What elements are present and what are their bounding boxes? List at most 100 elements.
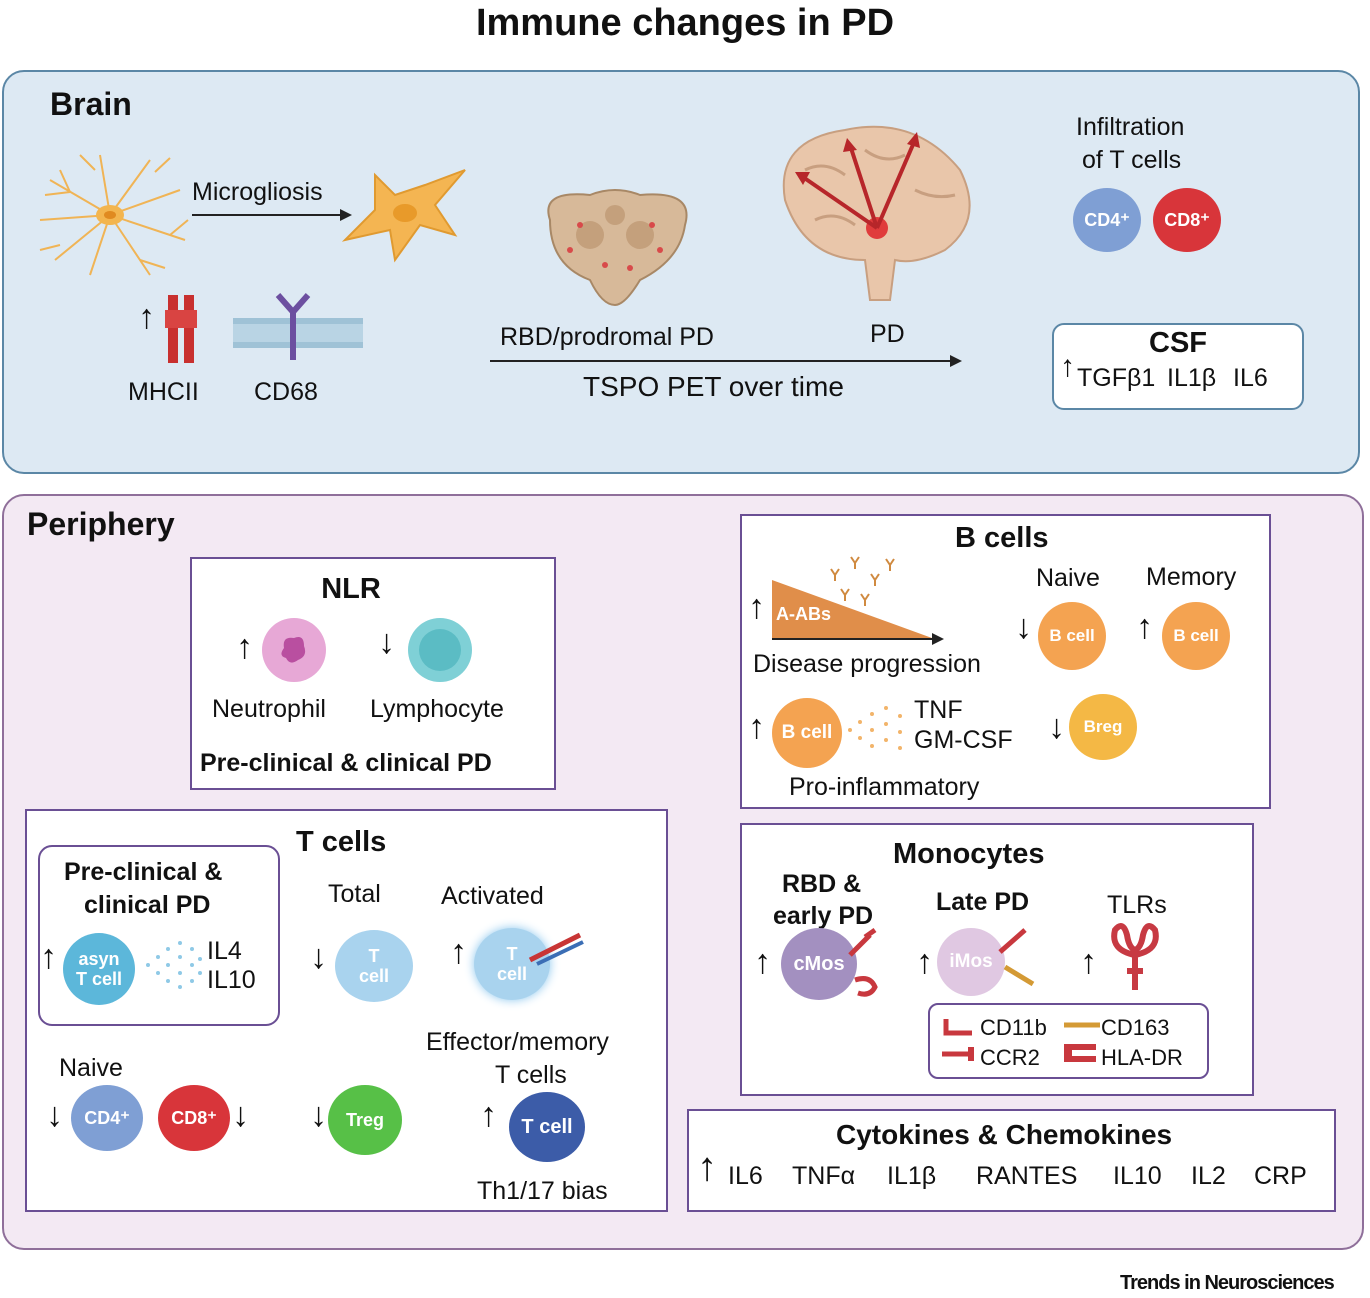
cd8-down-arrow: ↓ bbox=[232, 1096, 249, 1134]
bcells-header: B cells bbox=[955, 522, 1049, 554]
cytokine-tnfa: TNFα bbox=[792, 1162, 856, 1190]
antibody-particles-icon bbox=[830, 556, 895, 606]
cd68-label: CD68 bbox=[254, 378, 318, 406]
activation-receptor-icon bbox=[528, 932, 584, 966]
proinflammatory-bcell-icon: B cell bbox=[772, 698, 842, 768]
nlr-box bbox=[190, 557, 556, 790]
imos-receptors-icon bbox=[998, 928, 1035, 987]
effector-up-arrow: ↑ bbox=[480, 1096, 497, 1134]
neutrophil-cell-icon bbox=[262, 618, 326, 682]
treg-down-arrow: ↓ bbox=[310, 1096, 327, 1134]
cd11b-icon bbox=[943, 1019, 972, 1036]
effector-memory-label-1: Effector/memory bbox=[426, 1028, 609, 1056]
breg-down-arrow: ↓ bbox=[1048, 708, 1065, 746]
rbd-early-pd-label-1: RBD & bbox=[782, 870, 862, 898]
nlr-header: NLR bbox=[321, 573, 381, 605]
total-tcells-label: Total bbox=[328, 880, 381, 908]
naive-bcell-down-arrow: ↓ bbox=[1015, 608, 1032, 646]
ccr2-icon bbox=[942, 1047, 974, 1061]
marker-cd11b: CD11b bbox=[980, 1015, 1047, 1040]
gmcsf-label: GM-CSF bbox=[914, 726, 1013, 754]
csf-header: CSF bbox=[1149, 327, 1207, 359]
csf-item-il6: IL6 bbox=[1233, 364, 1268, 392]
infiltration-label-2: of T cells bbox=[1082, 146, 1182, 174]
marker-hladr: HLA-DR bbox=[1101, 1045, 1183, 1070]
breg-cell-icon: Breg bbox=[1069, 694, 1137, 760]
csf-box bbox=[1052, 323, 1304, 410]
cytokine-rantes: RANTES bbox=[976, 1162, 1078, 1190]
cytokine-release-dots bbox=[146, 941, 202, 989]
cytokines-box bbox=[687, 1109, 1336, 1212]
asyn-tcell-up-arrow: ↑ bbox=[40, 938, 57, 976]
timeline-stage-2: PD bbox=[870, 320, 905, 348]
effector-tcell-icon: T cell bbox=[509, 1092, 585, 1162]
brain-cd4-cell: CD4⁺ bbox=[1073, 188, 1141, 252]
asyn-subbox-header-2: clinical PD bbox=[84, 891, 211, 919]
lymphocyte-cell-icon bbox=[408, 618, 472, 682]
lymphocyte-label: Lymphocyte bbox=[370, 695, 504, 723]
activated-tcells-label: Activated bbox=[441, 882, 544, 910]
il10-label: IL10 bbox=[207, 966, 256, 994]
effector-memory-label-2: T cells bbox=[495, 1061, 567, 1089]
lymphocyte-down-arrow: ↓ bbox=[378, 623, 395, 661]
total-tcell-label-2: cell bbox=[358, 966, 390, 986]
csf-up-arrow: ↑ bbox=[1060, 350, 1075, 383]
cytokine-il10: IL10 bbox=[1113, 1162, 1162, 1190]
timeline-stage-1: RBD/prodromal PD bbox=[500, 323, 714, 351]
th-bias-label: Th1/17 bias bbox=[477, 1177, 608, 1205]
nlr-footer: Pre-clinical & clinical PD bbox=[200, 749, 492, 777]
mhcii-label: MHCII bbox=[128, 378, 199, 406]
tlrs-up-arrow: ↑ bbox=[1080, 943, 1097, 981]
neutrophil-up-arrow: ↑ bbox=[236, 628, 253, 666]
marker-cd163: CD163 bbox=[1101, 1015, 1170, 1040]
aabs-up-arrow: ↑ bbox=[748, 588, 765, 626]
journal-footer: Trends in Neurosciences bbox=[1120, 1272, 1335, 1294]
aabs-label: A-ABs bbox=[776, 604, 832, 624]
neutrophil-label: Neutrophil bbox=[212, 695, 326, 723]
activated-tcell-label-2: cell bbox=[496, 964, 528, 984]
imos-cell-icon: iMos bbox=[937, 928, 1005, 996]
total-tcell-label-1: T bbox=[368, 946, 380, 966]
timeline-arrow bbox=[490, 355, 962, 367]
cytokine-il2: IL2 bbox=[1191, 1162, 1226, 1190]
periphery-header: Periphery bbox=[27, 506, 175, 542]
hladr-icon bbox=[1064, 1044, 1096, 1062]
bcell-cytokine-dots bbox=[848, 706, 902, 750]
naive-bcells-label: Naive bbox=[1036, 564, 1100, 592]
cmos-receptors-icon bbox=[848, 927, 878, 997]
total-tcells-down-arrow: ↓ bbox=[310, 938, 327, 976]
microgliosis-arrow bbox=[192, 209, 352, 221]
periphery-cd4-cell: CD4⁺ bbox=[71, 1085, 143, 1151]
tlr-receptor-icon bbox=[1111, 923, 1159, 990]
microgliosis-label: Microgliosis bbox=[192, 178, 323, 206]
treg-cell: Treg bbox=[328, 1085, 402, 1155]
activated-tcell-label-1: T bbox=[506, 944, 518, 964]
tlrs-label: TLRs bbox=[1107, 891, 1167, 919]
periphery-cd8-cell: CD8⁺ bbox=[158, 1085, 230, 1151]
asyn-subbox-header-1: Pre-clinical & bbox=[64, 858, 223, 886]
mhcii-up-arrow: ↑ bbox=[138, 298, 155, 336]
memory-bcell-up-arrow: ↑ bbox=[1136, 608, 1153, 646]
aabs-triangle-icon bbox=[772, 580, 944, 645]
brain-cd8-cell: CD8⁺ bbox=[1153, 188, 1221, 252]
cd163-icon bbox=[1064, 1022, 1100, 1028]
resting-microglia-icon bbox=[39, 154, 189, 276]
proinflammatory-label: Pro-inflammatory bbox=[789, 773, 980, 801]
cd4-down-arrow: ↓ bbox=[46, 1096, 63, 1134]
tnf-label: TNF bbox=[914, 696, 963, 724]
asyn-tcell-icon: asyn T cell bbox=[63, 933, 135, 1005]
total-tcell-icon: T cell bbox=[335, 930, 413, 1002]
il4-label: IL4 bbox=[207, 937, 242, 965]
late-pd-label: Late PD bbox=[936, 888, 1030, 916]
mhcii-receptor-icon bbox=[165, 295, 197, 363]
cmos-up-arrow: ↑ bbox=[754, 943, 771, 981]
brainstem-section-icon bbox=[547, 189, 688, 307]
csf-item-il1b: IL1β bbox=[1167, 364, 1217, 392]
asyn-tcell-label-2: T cell bbox=[75, 969, 123, 989]
cmos-cell-icon: cMos bbox=[781, 928, 857, 1000]
memory-bcell-icon: B cell bbox=[1162, 602, 1230, 670]
imos-up-arrow: ↑ bbox=[916, 943, 933, 981]
cytokine-il1b: IL1β bbox=[887, 1162, 937, 1190]
infiltration-label: Infiltration bbox=[1076, 113, 1185, 141]
brain-icon bbox=[782, 125, 971, 301]
